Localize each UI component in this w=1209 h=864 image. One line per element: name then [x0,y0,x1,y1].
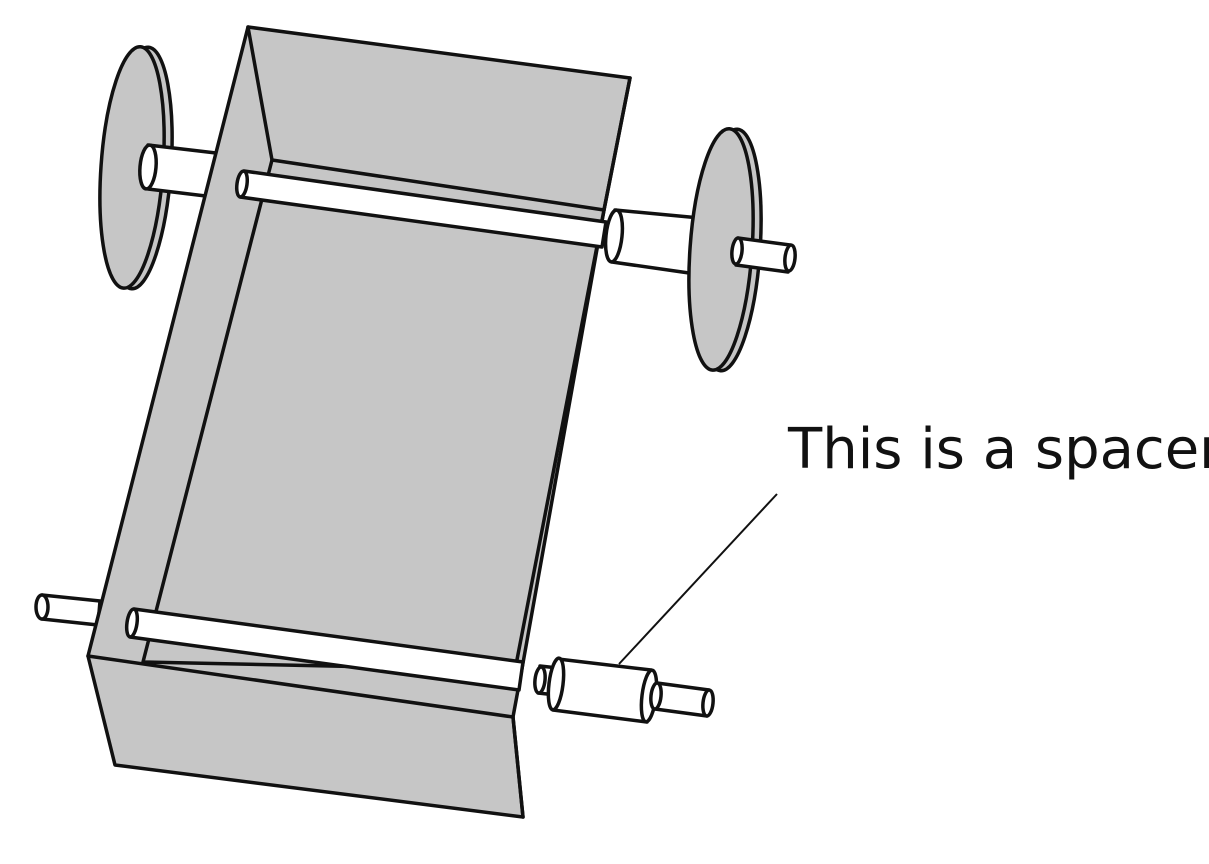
rear-axle [234,169,608,249]
spacer [546,656,659,724]
callout-leader-line [618,493,778,665]
front-axle-right-end [649,681,715,718]
front-axle-left-stub [34,593,102,627]
rear-axle-right-end [730,236,797,274]
rear-axle-right-stub [603,208,702,276]
rear-axle-left-stub [138,143,218,199]
callout-label: This is a spacer [788,417,1209,482]
front-axle [124,607,525,692]
wheel-right [687,126,763,373]
